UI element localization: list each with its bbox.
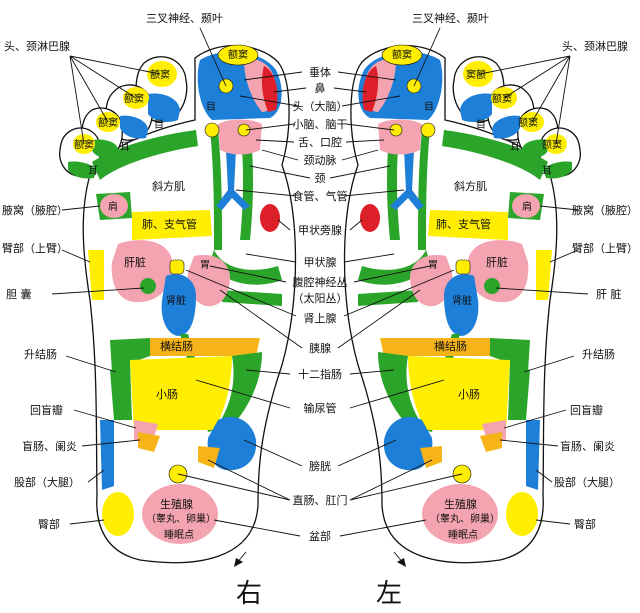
label-trigeminal-left: 三叉神经、颞叶 — [412, 11, 489, 25]
label-pancreas: 胰腺 — [309, 341, 331, 355]
zone-sinus-toe-5: 额窦 — [74, 138, 94, 151]
label-cecum-left: 盲肠、阑炎 — [560, 439, 615, 453]
label-solar-plexus-sub: （太阳丛） — [293, 292, 348, 305]
zone-liver-l: 肝脏 — [486, 256, 508, 269]
label-gallbladder: 胆 囊 — [6, 287, 32, 301]
zone-kidney: 肾脏 — [166, 294, 186, 307]
zone-shoulder-l: 肩 — [522, 200, 532, 213]
label-pituitary: 垂体 — [309, 65, 331, 79]
zone-eye-2-l: 目 — [476, 120, 486, 131]
right-foot-zone-labels: 额窦 额窦 额窦 额窦 额窦 目 目 耳 耳 斜方肌 肩 肺、支气管 肝脏 胃 … — [74, 48, 248, 541]
zone-genital-sub: （睾丸、卵巢） — [146, 512, 216, 525]
label-ascending-colon-left: 升结肠 — [582, 348, 615, 361]
label-head-lymph-left: 头、颈淋巴腺 — [562, 39, 628, 53]
label-parathyroid: 甲状旁腺 — [298, 223, 342, 237]
zone-ear-2-l: 耳 — [542, 165, 552, 177]
label-carotid: 颈动脉 — [304, 153, 337, 167]
label-trigeminal-right: 三叉神经、颞叶 — [146, 11, 223, 25]
zone-sinus-toe-5-l: 额窦 — [542, 138, 562, 151]
zone-sinus-toe-3: 额窦 — [124, 92, 144, 105]
zone-sinus-big-toe: 额窦 — [228, 48, 248, 61]
zone-trapezius-l: 斜方肌 — [454, 179, 487, 193]
zone-small-intestine-l: 小肠 — [458, 388, 480, 401]
zone-sinus-toe-2: 额窦 — [150, 68, 170, 81]
zone-genital-l: 生殖腺 — [444, 497, 477, 511]
label-liver-side: 肝 脏 — [596, 288, 622, 301]
zone-sinus-toe-4: 额窦 — [98, 116, 118, 129]
zone-stomach: 胃 — [200, 259, 210, 271]
zone-sinus-toe-4-l: 额窦 — [518, 116, 538, 129]
zone-lung: 肺、支气管 — [142, 217, 197, 231]
zone-eye-1-l: 目 — [424, 102, 434, 113]
zone-shoulder: 肩 — [108, 200, 118, 213]
label-hip-left: 臀部 — [574, 517, 596, 531]
label-head-lymph-right: 头、颈淋巴腺 — [4, 39, 70, 53]
zone-sinus-alt-l: 窦额 — [466, 68, 486, 81]
zone-sinus-big-toe-l: 额窦 — [392, 48, 412, 61]
label-head-brain: 头（大脑） — [293, 99, 348, 113]
leader-lines — [51, 27, 589, 537]
zone-eye-1: 目 — [206, 102, 216, 113]
label-ileocecal-left: 回盲瓣 — [570, 403, 603, 417]
label-thigh-left: 股部（大腿） — [554, 475, 620, 489]
zone-kidney-l: 肾脏 — [452, 294, 472, 307]
zone-trapezius: 斜方肌 — [152, 179, 185, 193]
zone-genital-sub-l: （睾丸、卵巢） — [430, 512, 500, 525]
label-upper-arm-left: 臂部（上臂） — [572, 241, 638, 255]
label-tongue-mouth: 舌、口腔 — [298, 135, 342, 149]
label-duodenum: 十二指肠 — [298, 367, 342, 381]
label-rectum-anus: 直肠、肛门 — [293, 493, 348, 507]
label-bladder: 膀胱 — [309, 459, 331, 473]
label-left-foot: 左 — [376, 579, 402, 609]
label-neck: 颈 — [315, 172, 326, 185]
label-cecum-right: 盲肠、阑炎 — [22, 439, 77, 453]
left-foot-zone-labels: 额窦 窦额 额窦 额窦 额窦 目 目 耳 耳 斜方肌 肩 肺、支气管 肝脏 胃 … — [392, 48, 562, 541]
zone-genital: 生殖腺 — [160, 497, 193, 511]
label-nose: 鼻 — [315, 81, 326, 95]
zone-stomach-l: 胃 — [428, 259, 438, 271]
zone-eye-2: 目 — [154, 120, 164, 131]
zone-transverse-colon-l: 横结肠 — [434, 339, 467, 353]
label-thyroid: 甲状腺 — [304, 255, 337, 269]
zone-sleep: 睡眠点 — [164, 528, 194, 541]
label-thigh-right: 股部（大腿） — [14, 475, 80, 489]
label-esophagus: 食管、气管 — [293, 189, 348, 203]
label-ileocecal-right: 回盲瓣 — [30, 403, 63, 417]
zone-sleep-l: 睡眠点 — [448, 528, 478, 541]
zone-ear-1: 耳 — [120, 141, 130, 153]
zone-sinus-toe-3-l: 额窦 — [492, 92, 512, 105]
label-cerebellum: 小脑、脑干 — [293, 118, 348, 131]
label-ureter: 输尿管 — [304, 401, 337, 415]
label-armpit-left: 腋窝（腋腔） — [572, 203, 638, 217]
label-solar-plexus: 腹腔神经丛 — [293, 275, 348, 289]
zone-small-intestine: 小肠 — [156, 388, 178, 401]
zone-liver: 肝脏 — [124, 256, 146, 269]
label-upper-arm-right: 臂部（上臂） — [2, 241, 68, 255]
label-armpit-right: 腋窝（腋腔） — [2, 203, 68, 217]
label-adrenal: 肾上腺 — [304, 311, 337, 325]
zone-ear-1-l: 耳 — [510, 141, 520, 153]
zone-ear-2: 耳 — [88, 165, 98, 177]
outer-labels: 三叉神经、颞叶 三叉神经、颞叶 头、颈淋巴腺 头、颈淋巴腺 垂体 鼻 头（大脑）… — [2, 11, 638, 609]
label-pelvis: 盆部 — [309, 529, 331, 543]
label-right-foot: 右 — [236, 579, 262, 609]
label-hip-right: 臀部 — [38, 517, 60, 531]
label-ascending-colon-right: 升结肠 — [24, 348, 57, 361]
zone-lung-l: 肺、支气管 — [436, 217, 491, 231]
zone-transverse-colon: 横结肠 — [160, 339, 193, 353]
